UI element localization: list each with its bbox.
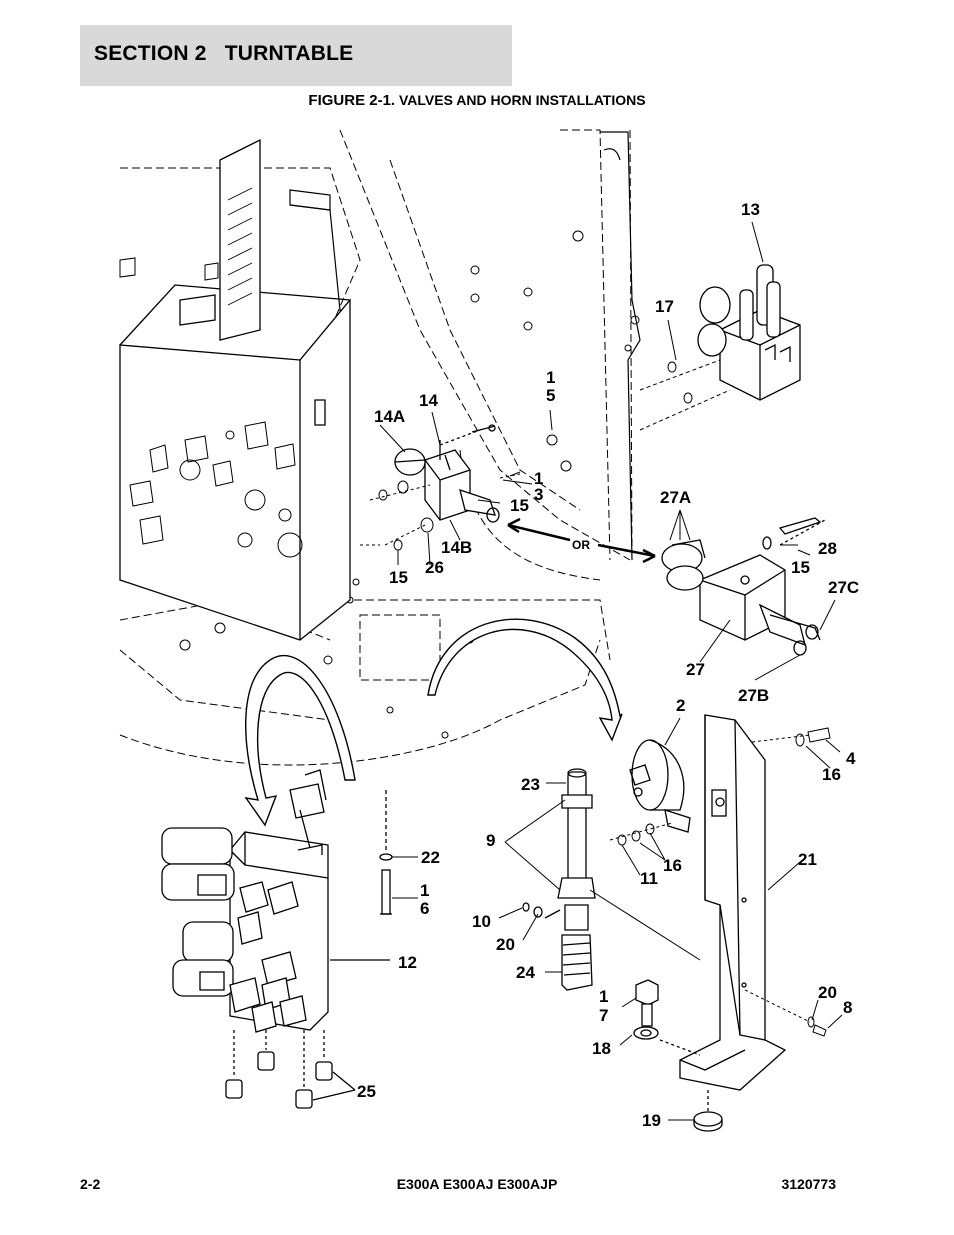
bolt-16-washer-22 bbox=[379, 790, 393, 915]
valve-14 bbox=[394, 424, 500, 523]
or-arrows bbox=[507, 517, 656, 564]
callout-15: 15 bbox=[791, 558, 810, 577]
callout-16: 16 bbox=[663, 856, 682, 875]
callout-14a: 14A bbox=[374, 407, 405, 426]
callout-21: 21 bbox=[798, 850, 817, 869]
callout-22: 22 bbox=[421, 848, 440, 867]
callout-11: 11 bbox=[640, 869, 658, 888]
upper-frame bbox=[289, 131, 641, 561]
main-valve-12 bbox=[161, 769, 390, 1033]
bolt-17 bbox=[633, 979, 701, 1056]
callout-24: 24 bbox=[516, 963, 535, 982]
document-number: 3120773 bbox=[781, 1176, 836, 1192]
figure-number: FIGURE 2-1. bbox=[308, 92, 396, 109]
callout-12: 12 bbox=[398, 953, 417, 972]
figure-title: VALVES AND HORN INSTALLATIONS bbox=[399, 92, 646, 108]
callout-8: 8 bbox=[843, 998, 852, 1017]
callout-23: 23 bbox=[521, 775, 540, 794]
callout-14b: 14B bbox=[441, 538, 472, 557]
pad-19 bbox=[693, 1090, 723, 1132]
callout-7: 7 bbox=[599, 1006, 608, 1025]
callout-1: 1 bbox=[599, 987, 608, 1006]
callout-28: 28 bbox=[818, 539, 837, 558]
control-switches bbox=[119, 257, 303, 558]
pin-23 bbox=[522, 768, 701, 991]
callout-1: 1 bbox=[420, 881, 429, 900]
valve-13-hardware bbox=[639, 359, 731, 431]
callout-17: 17 bbox=[655, 297, 674, 316]
callout-10: 10 bbox=[472, 912, 491, 931]
section-header: SECTION 2 TURNTABLE bbox=[80, 25, 512, 86]
callout-18: 18 bbox=[592, 1039, 611, 1058]
bracket-21 bbox=[679, 714, 787, 1091]
callout-3: 3 bbox=[534, 485, 543, 504]
callout-labels: 13 17 1 5 14 14A 1 3 15 27A 28 15 27C 14… bbox=[357, 200, 859, 1130]
caps-25 bbox=[225, 1030, 356, 1109]
rotation-arrow-right bbox=[427, 618, 623, 742]
callout-5: 5 bbox=[546, 386, 555, 405]
valve-27 bbox=[661, 517, 826, 656]
callout-27c: 27C bbox=[828, 578, 859, 597]
section-title: SECTION 2 TURNTABLE bbox=[94, 42, 354, 65]
model-numbers: E300A E300AJ E300AJP bbox=[396, 1176, 558, 1192]
callout-1: 1 bbox=[546, 368, 555, 387]
leader-lines bbox=[330, 221, 843, 1121]
callout-13: 13 bbox=[741, 200, 760, 219]
callout-15: 15 bbox=[510, 496, 529, 515]
callout-20: 20 bbox=[496, 935, 515, 954]
callout-19: 19 bbox=[642, 1111, 661, 1130]
callout-2: 2 bbox=[676, 696, 685, 715]
valve-13 bbox=[697, 264, 801, 401]
callout-9: 9 bbox=[486, 831, 495, 850]
bracket-hardware bbox=[609, 727, 831, 1037]
callout-27: 27 bbox=[686, 660, 705, 679]
or-label: OR bbox=[572, 538, 590, 552]
callout-1: 1 bbox=[534, 469, 543, 488]
rotation-arrow-left bbox=[244, 654, 356, 827]
callout-14: 14 bbox=[419, 391, 438, 410]
callout-6: 6 bbox=[420, 899, 429, 918]
callout-4: 4 bbox=[846, 749, 856, 768]
figure-caption: FIGURE 2-1. VALVES AND HORN INSTALLATION… bbox=[0, 92, 954, 109]
callout-26: 26 bbox=[425, 558, 444, 577]
valve-14-hardware bbox=[360, 471, 521, 551]
page-number: 2-2 bbox=[80, 1176, 101, 1192]
control-box bbox=[119, 138, 351, 641]
callout-20: 20 bbox=[818, 983, 837, 1002]
callout-16: 16 bbox=[822, 765, 841, 784]
callout-15: 15 bbox=[389, 568, 408, 587]
callout-25: 25 bbox=[357, 1082, 376, 1101]
callout-27b: 27B bbox=[738, 686, 769, 705]
callout-27a: 27A bbox=[660, 488, 691, 507]
horn-2 bbox=[629, 739, 691, 833]
